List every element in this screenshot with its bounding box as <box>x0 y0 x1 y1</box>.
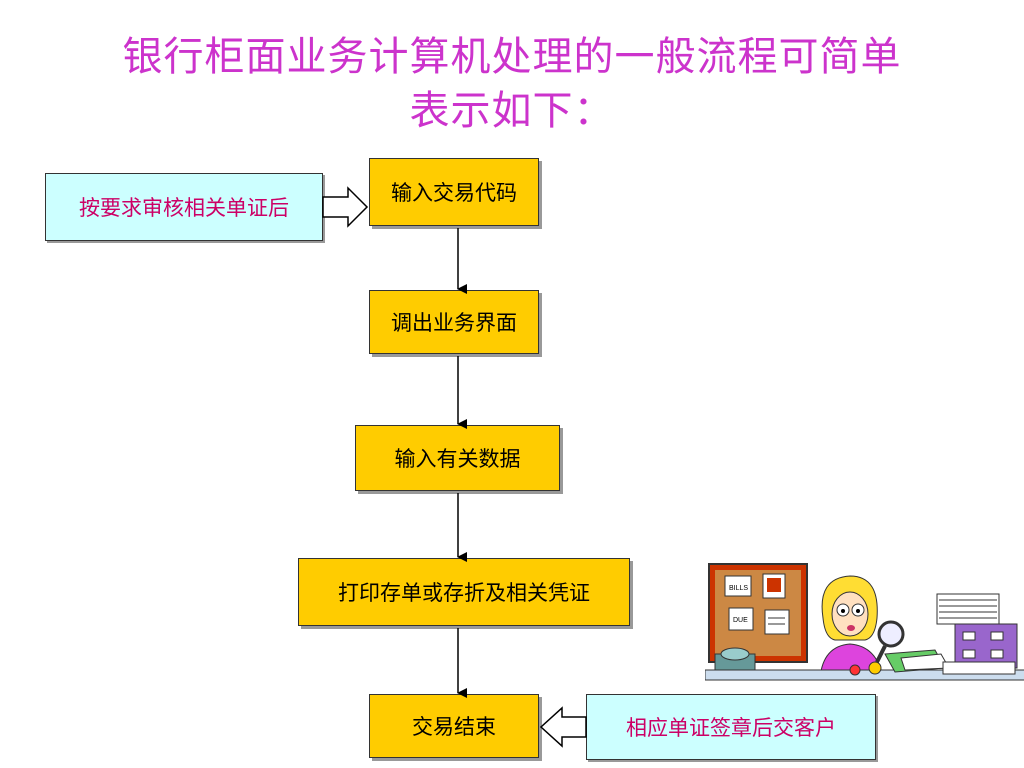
input-note-box: 按要求审核相关单证后 <box>45 173 323 241</box>
board-note-due: DUE <box>733 617 748 624</box>
step-enter-transaction-code: 输入交易代码 <box>369 158 539 226</box>
block-arrow-right-icon <box>322 186 369 228</box>
title-line-2: 表示如下： <box>409 88 615 134</box>
output-note-box: 相应单证签章后交客户 <box>586 694 876 760</box>
step-enter-data: 输入有关数据 <box>355 425 560 491</box>
output-note-text: 相应单证签章后交客户 <box>626 716 836 740</box>
step-label: 输入有关数据 <box>394 447 521 471</box>
input-note-text: 按要求审核相关单证后 <box>79 196 289 220</box>
title-line-1: 银行柜面业务计算机处理的一般流程可简单 <box>122 34 902 80</box>
step-label: 调出业务界面 <box>391 311 517 335</box>
block-arrow-left-icon <box>539 706 587 748</box>
step-transaction-end: 交易结束 <box>369 694 539 758</box>
step-open-business-screen: 调出业务界面 <box>369 290 539 354</box>
step-label: 交易结束 <box>412 715 496 739</box>
bank-clerk-illustration-icon: BILLS DUE <box>705 563 1024 681</box>
step-print-documents: 打印存单或存折及相关凭证 <box>298 558 630 626</box>
step-label: 输入交易代码 <box>391 181 517 205</box>
board-note-bills: BILLS <box>729 585 748 592</box>
page-title: 银行柜面业务计算机处理的一般流程可简单 表示如下： <box>0 30 1024 138</box>
step-label: 打印存单或存折及相关凭证 <box>338 581 590 605</box>
